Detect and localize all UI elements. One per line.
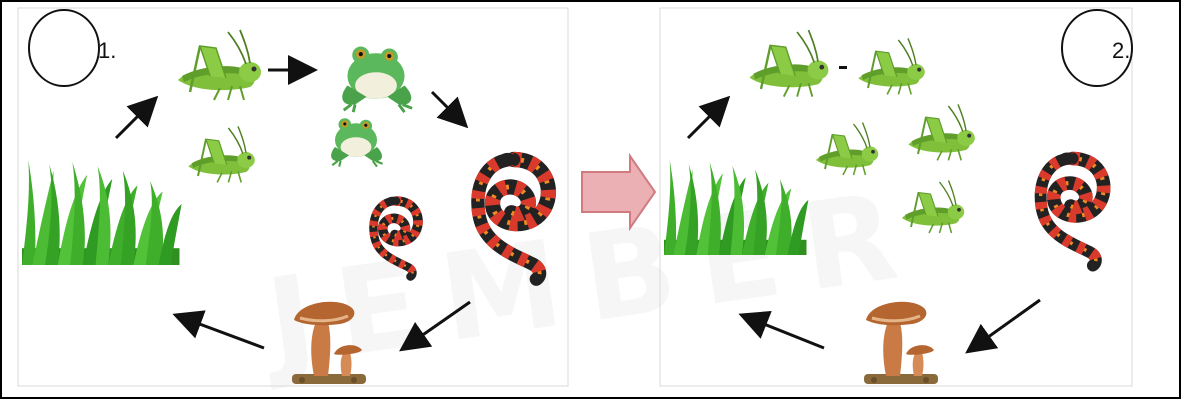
panel-1-label: 1. <box>98 38 116 64</box>
grasshopper-icon <box>750 30 829 97</box>
arrow-icon <box>116 100 154 138</box>
grasshopper-icon <box>816 123 878 176</box>
grass-icon <box>22 160 182 265</box>
snake-icon <box>1041 153 1104 266</box>
grasshopper-icon <box>858 38 924 94</box>
frog-icon <box>342 47 412 113</box>
arrow-icon <box>432 92 464 124</box>
arrow-icon <box>970 300 1040 350</box>
grasshopper-icon <box>188 126 254 182</box>
arrow-icon <box>688 100 726 138</box>
panel-2-label: 2. <box>1112 38 1130 64</box>
dash-mark <box>839 66 847 69</box>
grass-icon <box>664 160 808 255</box>
grasshopper-icon <box>178 30 261 100</box>
grasshopper-icon <box>908 104 974 160</box>
frog-icon <box>331 118 382 166</box>
mushroom-icon <box>864 302 938 384</box>
arrow-icon <box>178 316 264 348</box>
sun-circle-icon <box>29 10 99 86</box>
